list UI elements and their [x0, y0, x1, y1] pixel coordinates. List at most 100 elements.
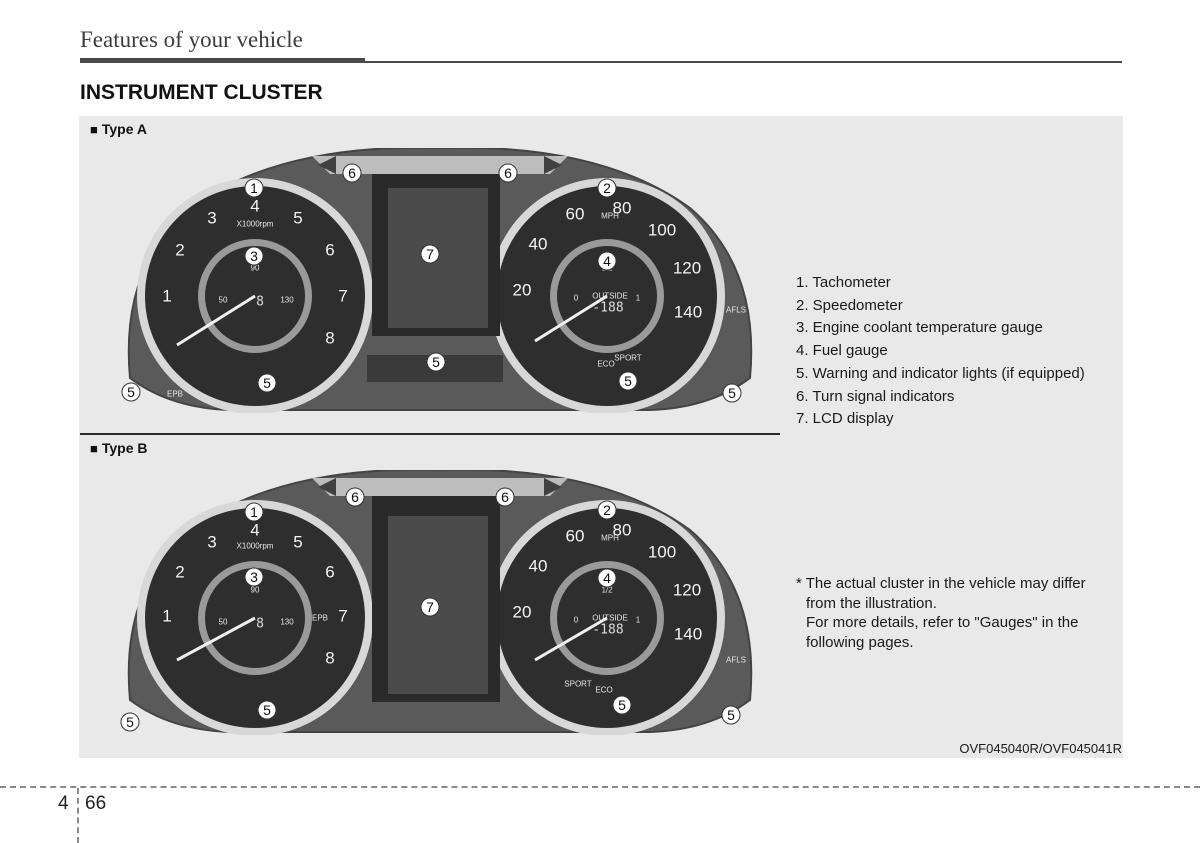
tach-number-3: 3	[207, 209, 216, 228]
svg-text:2: 2	[603, 180, 611, 196]
tach-number-7: 7	[338, 607, 347, 626]
callout-warn-far-right: 5	[721, 705, 741, 725]
speed-120: 120	[673, 581, 701, 600]
svg-text:6: 6	[348, 165, 356, 181]
callout-fuel: 4	[597, 251, 617, 271]
temp-50: 50	[219, 618, 228, 627]
callout-turn-left: 6	[342, 163, 362, 183]
eco-label: ECO	[595, 686, 612, 695]
callout-turn-left: 6	[345, 487, 365, 507]
speed-120: 120	[673, 259, 701, 278]
svg-text:7: 7	[426, 599, 434, 615]
svg-text:4: 4	[603, 570, 611, 586]
tach-number-7: 7	[338, 287, 347, 306]
page-number: 66	[85, 793, 107, 814]
tach-number-6: 6	[325, 563, 334, 582]
speed-60: 60	[566, 205, 585, 224]
cluster-type-a-illustration: 1 2 3 4 5 6 7 8 X1000rpm 90 50 130 8 20 …	[121, 148, 753, 413]
type-b-text: Type B	[101, 440, 148, 456]
tach-number-1: 1	[162, 287, 171, 306]
callout-tach: 1	[244, 502, 264, 522]
svg-text:6: 6	[351, 489, 359, 505]
speed-140: 140	[674, 625, 702, 644]
outside-temp: -188	[592, 623, 623, 638]
chapter-number: 4	[58, 793, 69, 814]
callout-lcd: 7	[420, 244, 440, 264]
svg-text:7: 7	[426, 246, 434, 262]
fuel-empty: 0	[574, 294, 579, 303]
callout-warn-far-right: 5	[722, 383, 742, 403]
callout-warn-left: 5	[257, 700, 277, 720]
speed-unit: MPH	[601, 534, 619, 543]
fuel-full: 1	[636, 616, 641, 625]
speed-40: 40	[529, 235, 548, 254]
svg-text:3: 3	[250, 248, 258, 264]
speed-100: 100	[648, 543, 676, 562]
outside-temp: -188	[592, 301, 623, 316]
right-turn-arrow-icon	[544, 156, 562, 174]
callout-warn-center: 5	[426, 352, 446, 372]
tach-number-5: 5	[293, 533, 302, 552]
legend-item: 7. LCD display	[796, 410, 894, 428]
page-heading: INSTRUMENT CLUSTER	[80, 81, 323, 104]
temp-130: 130	[280, 618, 294, 627]
callout-lcd: 7	[420, 597, 440, 617]
left-turn-arrow-icon	[318, 478, 336, 496]
tach-number-2: 2	[175, 241, 184, 260]
svg-text:5: 5	[624, 373, 632, 389]
callout-warn-far-left: 5	[120, 712, 140, 732]
svg-text:5: 5	[618, 697, 626, 713]
temp-50: 50	[219, 296, 228, 305]
temp-90: 90	[251, 264, 260, 273]
speed-80: 80	[613, 199, 632, 218]
square-bullet-icon: ■	[90, 122, 98, 137]
cluster-type-a: 1 2 3 4 5 6 7 8 X1000rpm 90 50 130 8 20 …	[110, 148, 770, 413]
square-bullet-icon: ■	[90, 441, 98, 456]
sport-label: SPORT	[614, 354, 642, 363]
afls-icon: AFLS	[726, 656, 746, 665]
footer-dashed-divider	[77, 788, 79, 843]
tach-number-6: 6	[325, 241, 334, 260]
note-line-3: For more details, refer to "Gauges" in t…	[806, 614, 1079, 631]
fuel-full: 1	[636, 294, 641, 303]
note-line-4: following pages.	[806, 633, 914, 651]
legend-item: 5. Warning and indicator lights (if equi…	[796, 364, 1085, 382]
fuel-empty: 0	[574, 616, 579, 625]
callout-warn-right: 5	[612, 695, 632, 715]
legend-item: 1. Tachometer	[796, 274, 891, 291]
tach-number-3: 3	[207, 533, 216, 552]
svg-text:1: 1	[250, 504, 258, 520]
callout-speedo: 2	[597, 178, 617, 198]
svg-text:5: 5	[728, 385, 736, 401]
callout-warn-right: 5	[618, 371, 638, 391]
speed-40: 40	[529, 557, 548, 576]
note-line-2: from the illustration.	[806, 594, 937, 612]
temp-130: 130	[280, 296, 294, 305]
svg-text:1: 1	[250, 180, 258, 196]
legend-item: 2. Speedometer	[796, 296, 903, 314]
callout-temp: 3	[244, 246, 264, 266]
type-b-label: ■Type B	[90, 440, 148, 456]
legend-item: 3. Engine coolant temperature gauge	[796, 319, 1043, 337]
gear-digit: 8	[256, 617, 264, 632]
sport-label: SPORT	[564, 680, 592, 689]
callout-warn-far-left: 5	[121, 382, 141, 402]
fuel-half: 1/2	[601, 586, 613, 595]
legend-list: 1. Tachometer 2. Speedometer 3. Engine c…	[796, 272, 1085, 431]
svg-text:2: 2	[603, 502, 611, 518]
speed-140: 140	[674, 303, 702, 322]
outside-label: OUTSIDE	[592, 292, 628, 301]
svg-text:5: 5	[126, 714, 134, 730]
tach-number-4: 4	[250, 197, 259, 216]
note: * The actual cluster in the vehicle may …	[796, 574, 1126, 652]
tach-unit: X1000rpm	[237, 220, 274, 229]
right-turn-arrow-icon	[544, 478, 562, 496]
speed-20: 20	[513, 603, 532, 622]
left-turn-arrow-icon	[318, 156, 336, 174]
epb-icon: EPB	[167, 390, 183, 399]
callout-fuel: 4	[597, 568, 617, 588]
type-a-label: ■Type A	[90, 121, 147, 137]
header-rule-dark	[80, 58, 365, 63]
svg-text:5: 5	[127, 384, 135, 400]
type-separator	[80, 433, 780, 435]
